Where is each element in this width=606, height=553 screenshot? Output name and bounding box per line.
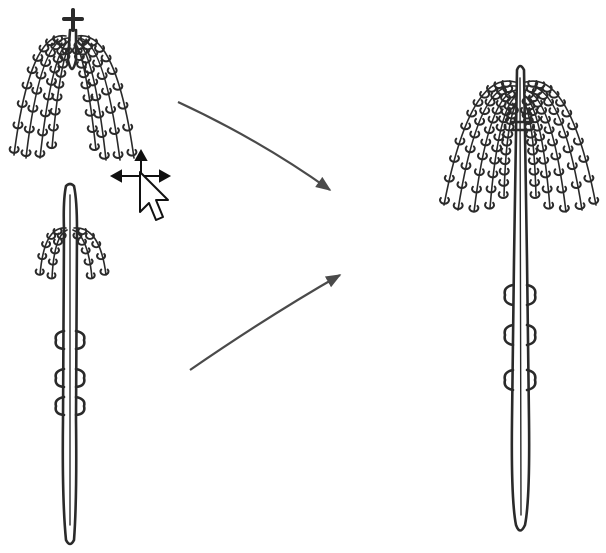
plume-crown-icon[interactable] bbox=[10, 10, 137, 160]
right-crown-fronds bbox=[440, 81, 598, 212]
frond-top-3 bbox=[47, 44, 71, 148]
small-crown-fronds bbox=[36, 228, 109, 279]
arrow-bottom-to-result bbox=[190, 275, 340, 370]
combined-plume-stalk-icon[interactable] bbox=[440, 66, 598, 531]
right-stalk-inner bbox=[520, 78, 521, 515]
crown-cross bbox=[64, 10, 82, 30]
move-arrow-cursor-icon bbox=[112, 151, 169, 220]
crown-fronds bbox=[10, 36, 137, 160]
nodule bbox=[505, 285, 513, 305]
arrow-top-to-result bbox=[178, 102, 330, 190]
frond-top-7 bbox=[73, 44, 99, 150]
stalk-with-small-crown-icon[interactable] bbox=[36, 184, 109, 544]
